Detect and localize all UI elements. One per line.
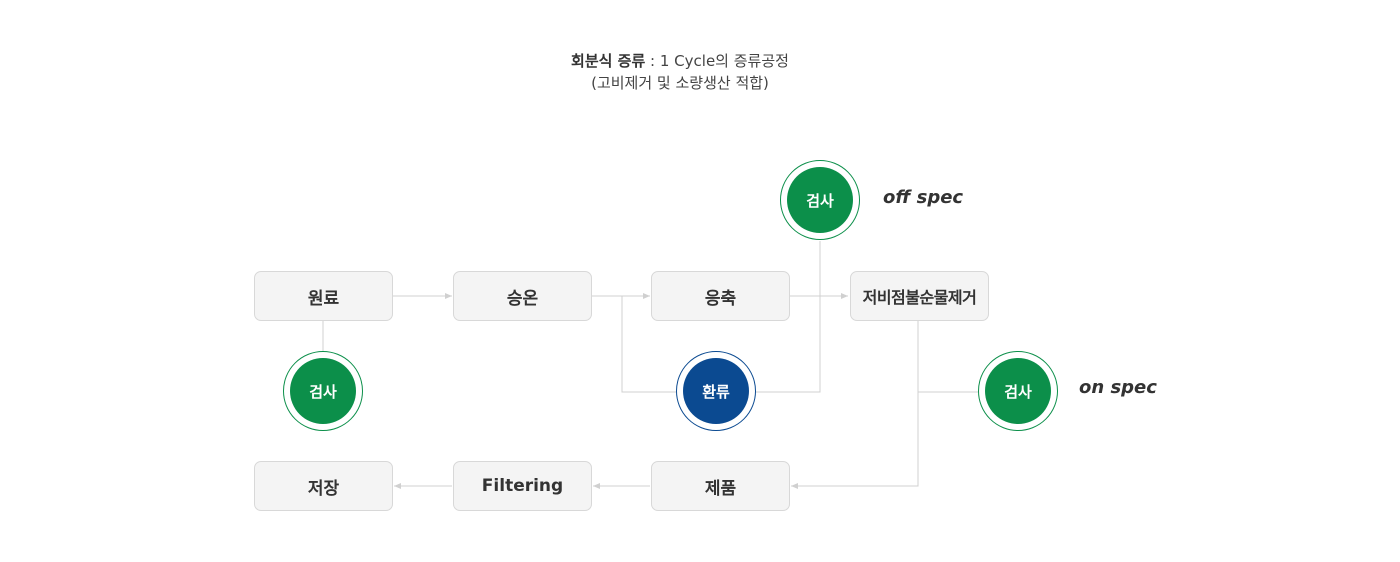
off-spec-label: off spec xyxy=(883,187,964,208)
title-bold: 회분식 증류 xyxy=(571,52,646,70)
box-product: 제품 xyxy=(651,461,790,511)
box-filtering: Filtering xyxy=(453,461,592,511)
inspect-circle-raw: 검사 xyxy=(283,351,363,431)
title-rest: : 1 Cycle의 증류공정 xyxy=(645,52,789,70)
on-spec-label: on spec xyxy=(1079,377,1157,398)
edge-reflux-right xyxy=(756,241,821,393)
title-line: 회분식 증류 : 1 Cycle의 증류공정 xyxy=(0,50,1360,72)
edge-reflux-left xyxy=(621,296,676,393)
inspect-circle-off-spec: 검사 xyxy=(780,160,860,240)
inspect-circle-on-spec: 검사 xyxy=(978,351,1058,431)
box-raw-material: 원료 xyxy=(254,271,393,321)
reflux-circle: 환류 xyxy=(676,351,756,431)
box-low-boiling-removal: 저비점불순물제거 xyxy=(850,271,989,321)
box-condense: 응축 xyxy=(651,271,790,321)
edge-remove-product xyxy=(791,320,919,489)
inspect-label: 검사 xyxy=(290,358,356,424)
reflux-label: 환류 xyxy=(683,358,749,424)
subtitle: (고비제거 및 소량생산 적합) xyxy=(591,74,769,92)
inspect-label: 검사 xyxy=(985,358,1051,424)
inspect-label: 검사 xyxy=(787,167,853,233)
box-storage: 저장 xyxy=(254,461,393,511)
diagram-title: 회분식 증류 : 1 Cycle의 증류공정 (고비제거 및 소량생산 적합) xyxy=(0,50,1360,94)
box-heat-up: 승온 xyxy=(453,271,592,321)
